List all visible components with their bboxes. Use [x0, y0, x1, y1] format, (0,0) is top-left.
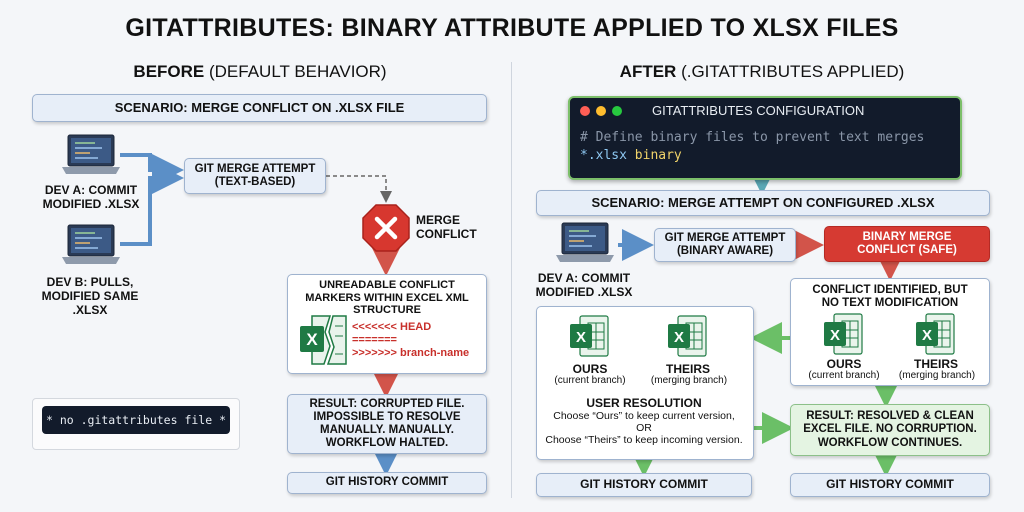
theirs-sub: (merging branch): [898, 370, 976, 381]
resolution-ours-label: OURS: [572, 362, 608, 376]
close-dot-icon: [580, 106, 590, 116]
before-heading-rest: (DEFAULT BEHAVIOR): [204, 62, 387, 81]
theirs-label: THEIRS: [913, 357, 958, 371]
broken-excel-icon: X: [300, 315, 347, 365]
svg-text:X: X: [674, 329, 684, 346]
resolution-theirs-label: THEIRS: [665, 362, 710, 376]
after-heading: AFTER (.GITATTRIBUTES APPLIED): [562, 62, 962, 82]
laptop-icon: [62, 134, 120, 174]
after-history-commit-left: GIT HISTORY COMMIT: [536, 473, 752, 497]
before-history-commit: GIT HISTORY COMMIT: [287, 472, 487, 494]
marker-separator: =======: [352, 334, 397, 346]
page-title: GITATTRIBUTES: BINARY ATTRIBUTE APPLIED …: [125, 14, 899, 42]
arrow-deva-to-merge: [120, 153, 184, 186]
svg-text:X: X: [306, 330, 318, 349]
excel-icon: X: [668, 315, 707, 357]
conflict-identified-text: CONFLICT IDENTIFIED, BUT NO TEXT MODIFIC…: [812, 284, 968, 310]
stop-sign-icon: [362, 204, 410, 252]
conflict-markers: <<<<<<< HEAD ======= >>>>>>> branch-name: [352, 321, 469, 360]
terminal-title: GITATTRIBUTES CONFIGURATION: [652, 103, 865, 118]
laptop-icon: [62, 224, 120, 264]
resolution-theirs-sub: (merging branch): [650, 375, 728, 386]
after-result: RESULT: RESOLVED & CLEAN EXCEL FILE. NO …: [790, 404, 990, 456]
marker-head: <<<<<<< HEAD: [352, 321, 432, 333]
svg-text:X: X: [576, 329, 586, 346]
before-scenario: SCENARIO: MERGE CONFLICT ON .XLSX FILE: [32, 94, 487, 122]
no-gitattributes-note: * no .gitattributes file *: [42, 406, 230, 434]
excel-icon: X: [916, 313, 955, 355]
maximize-dot-icon: [612, 106, 622, 116]
or-text: OR: [636, 422, 652, 434]
ours-sub: (current branch): [808, 370, 880, 381]
user-resolution-title: USER RESOLUTION: [586, 396, 702, 410]
arrow-devb-to-merge: [120, 162, 184, 246]
choose-theirs-text: Choose “Theirs” to keep incoming version…: [545, 434, 743, 446]
terminal-window: GITATTRIBUTES CONFIGURATION # Define bin…: [568, 96, 962, 180]
terminal-rule: *.xlsx binary: [580, 148, 682, 163]
conflict-identified-box: CONFLICT IDENTIFIED, BUT NO TEXT MODIFIC…: [790, 278, 990, 386]
after-history-commit-right: GIT HISTORY COMMIT: [790, 473, 990, 497]
arrow-merge-to-conflict: [326, 175, 392, 203]
after-heading-rest: (.GITATTRIBUTES APPLIED): [676, 62, 905, 81]
dev-b-label: DEV B: PULLS, MODIFIED SAME .XLSX: [41, 275, 139, 317]
terminal-pattern: *.xlsx: [580, 148, 627, 163]
excel-icon: X: [824, 313, 863, 355]
terminal-comment: # Define binary files to prevent text me…: [580, 130, 925, 145]
after-merge-attempt: GIT MERGE ATTEMPT (BINARY AWARE): [654, 228, 796, 262]
svg-text:X: X: [830, 327, 840, 344]
ours-label: OURS: [826, 357, 862, 371]
after-dev-a-label: DEV A: COMMIT MODIFIED .XLSX: [535, 271, 633, 299]
before-heading: BEFORE (DEFAULT BEHAVIOR): [60, 62, 460, 82]
binary-merge-conflict: BINARY MERGE CONFLICT (SAFE): [824, 226, 990, 262]
svg-text:X: X: [922, 327, 932, 344]
before-merge-attempt: GIT MERGE ATTEMPT (TEXT-BASED): [184, 158, 326, 194]
unreadable-text: UNREADABLE CONFLICT MARKERS WITHIN EXCEL…: [305, 279, 469, 317]
section-divider: [511, 62, 512, 498]
merge-conflict-label: MERGE CONFLICT: [416, 213, 477, 241]
dev-a-label: DEV A: COMMIT MODIFIED .XLSX: [42, 183, 140, 211]
choose-ours-text: Choose “Ours” to keep current version,: [553, 410, 735, 422]
laptop-icon: [556, 222, 614, 262]
minimize-dot-icon: [596, 106, 606, 116]
terminal-attr: binary: [634, 148, 682, 163]
after-heading-bold: AFTER: [619, 62, 677, 81]
user-resolution-text: USER RESOLUTION Choose “Ours” to keep cu…: [540, 396, 748, 446]
resolution-ours-sub: (current branch): [554, 375, 626, 386]
before-result: RESULT: CORRUPTED FILE. IMPOSSIBLE TO RE…: [287, 394, 487, 454]
before-heading-bold: BEFORE: [133, 62, 205, 81]
after-scenario: SCENARIO: MERGE ATTEMPT ON CONFIGURED .X…: [536, 190, 990, 216]
marker-branch: >>>>>>> branch-name: [352, 347, 470, 359]
excel-icon: X: [570, 315, 609, 357]
